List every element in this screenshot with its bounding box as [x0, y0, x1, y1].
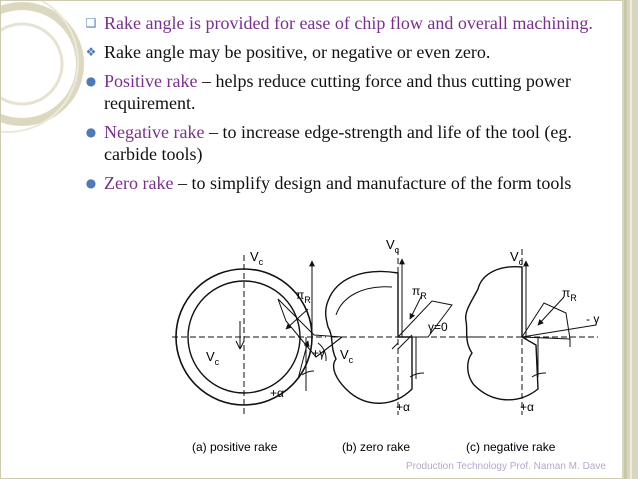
gamma-label: γ=0: [428, 320, 448, 334]
pi-r-label: πR: [296, 288, 311, 305]
alpha-label: +α: [396, 400, 410, 414]
bullet-text: – helps reduce cutting force and thus cu…: [104, 71, 571, 113]
bullet-highlight: Positive rake: [104, 71, 198, 91]
vc-center-label: Vc: [206, 349, 220, 367]
bullet-item: ● Negative rake – to increase edge-stren…: [76, 121, 622, 165]
rake-angle-figure: Vc Vc πR +γ +α (a) positive rake Vc Vc π…: [172, 239, 599, 454]
bullet-item: ❖ Rake angle may be positive, or negativ…: [76, 41, 622, 63]
vc-center-label: Vc: [340, 347, 354, 365]
panel-zero-rake: Vc Vc πR γ=0 +α (b) zero rake: [325, 239, 486, 454]
bullet-highlight: Negative rake: [104, 122, 205, 142]
panel-negative-rake: Vc πR - γ +α (c) negative rake: [462, 249, 599, 454]
panel-caption: (c) negative rake: [466, 440, 556, 454]
bullet-item: ● Zero rake – to simplify design and man…: [76, 172, 622, 194]
bullet-text: – to increase edge-strength and life of …: [104, 122, 572, 164]
pi-r-label: πR: [562, 286, 577, 303]
pi-r-label: πR: [412, 284, 427, 301]
gamma-label: - γ: [586, 312, 599, 326]
round-bullet-icon: ●: [85, 74, 97, 88]
alpha-label: +α: [270, 386, 284, 400]
four-diamond-bullet-icon: ❖: [85, 45, 97, 59]
round-bullet-icon: ●: [85, 176, 97, 190]
bullet-item: ❑ Rake angle is provided for ease of chi…: [76, 12, 622, 34]
bullet-text: – to simplify design and manufacture of …: [173, 173, 572, 193]
bullet-list: ❑ Rake angle is provided for ease of chi…: [76, 12, 622, 201]
bullet-highlight: Rake angle is provided for ease of chip …: [104, 13, 593, 33]
vc-label: Vc: [250, 249, 264, 267]
bullet-item: ● Positive rake – helps reduce cutting f…: [76, 70, 622, 114]
alpha-label: +α: [520, 400, 534, 414]
right-rail: [622, 0, 638, 479]
vc-label: Vc: [510, 249, 524, 267]
gamma-label: +γ: [312, 346, 325, 360]
decorative-circles: [0, 0, 84, 133]
footer-credit: Production Technology Prof. Naman M. Dav…: [406, 461, 606, 472]
round-bullet-icon: ●: [85, 125, 97, 139]
bullet-highlight: Zero rake: [104, 173, 174, 193]
panel-caption: (b) zero rake: [342, 440, 410, 454]
square-bullet-icon: ❑: [85, 16, 97, 30]
panel-caption: (a) positive rake: [192, 440, 278, 454]
panel-positive-rake: Vc Vc πR +γ +α (a) positive rake: [172, 249, 344, 454]
bullet-text: Rake angle may be positive, or negative …: [104, 42, 491, 62]
vc-label: Vc: [386, 239, 400, 255]
